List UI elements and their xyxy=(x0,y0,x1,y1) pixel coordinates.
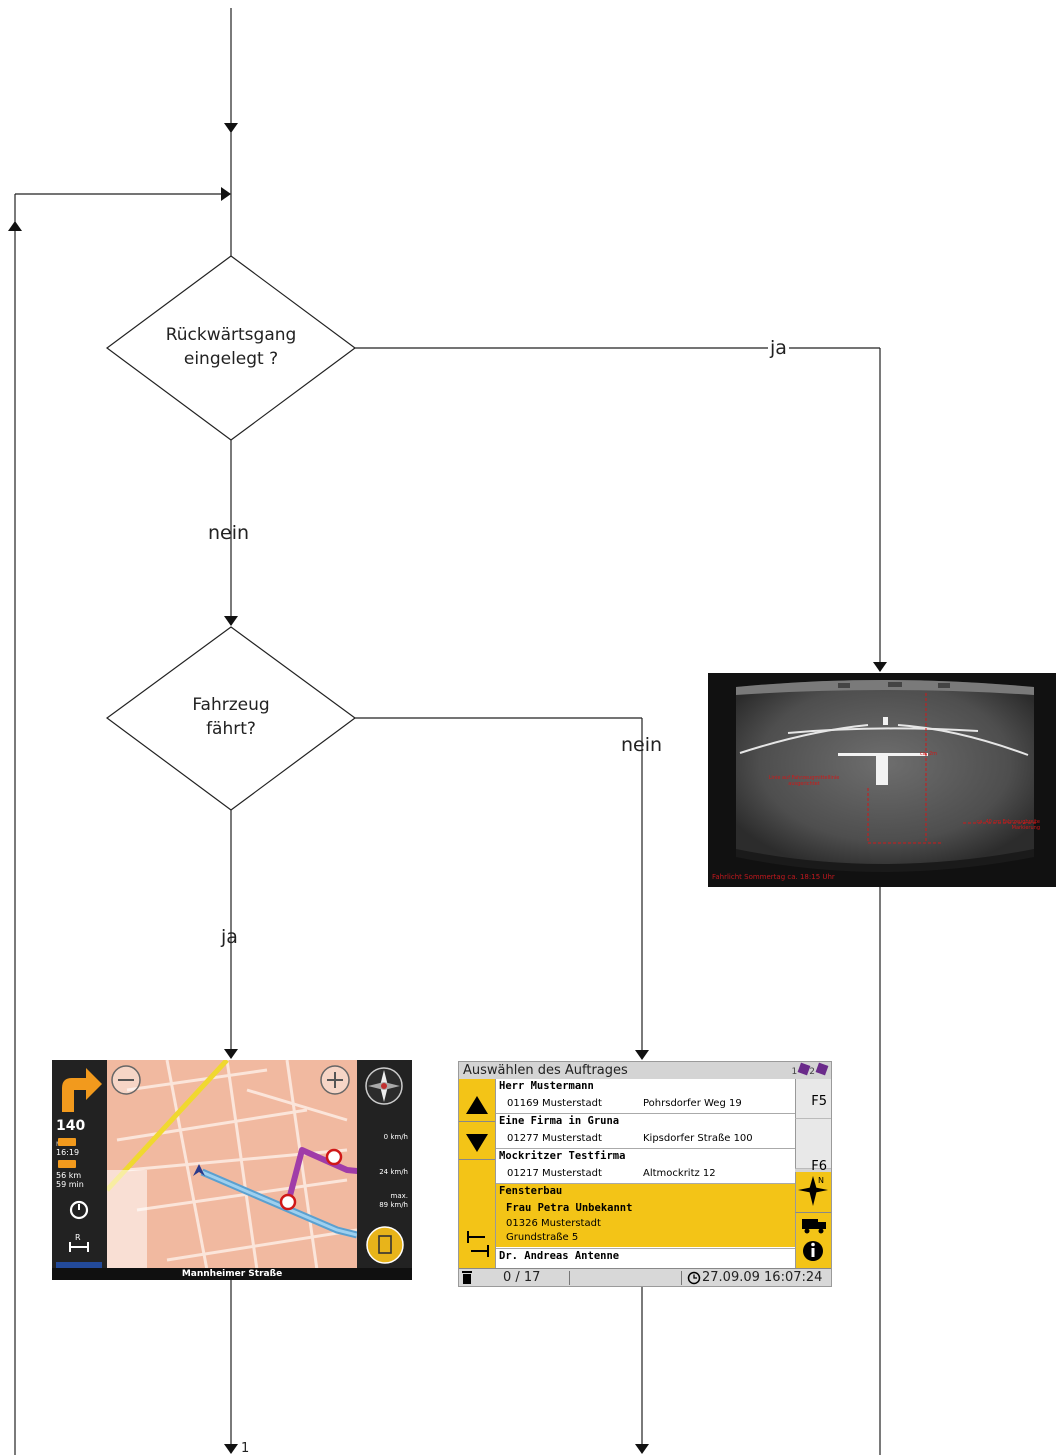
svg-text:N: N xyxy=(818,1176,824,1185)
order-row-3-address[interactable]: 01217 Musterstadt Altmockritz 12 xyxy=(507,1168,716,1179)
nav-left-panel: 140 Meter 16:19 56 km 59 min R xyxy=(52,1060,107,1270)
nav-map-canvas xyxy=(107,1060,357,1270)
trash-bin-button-icon[interactable] xyxy=(365,1225,405,1265)
nav-map[interactable] xyxy=(107,1060,357,1270)
order-counter: 0 / 17 xyxy=(503,1270,541,1285)
order-datetime: 27.09.09 16:07:24 xyxy=(702,1270,823,1285)
status-divider xyxy=(569,1271,570,1285)
camera-annotation-width: ca. 40 cm Fahrzeugbreite Markierung xyxy=(976,819,1040,831)
f6-key[interactable]: F6 xyxy=(795,1119,831,1174)
order-row-2-zip: 01277 Musterstadt xyxy=(507,1133,602,1144)
decision-reverse-line1: Rückwärtsgang xyxy=(165,325,297,345)
clock-icon xyxy=(687,1271,701,1285)
turn-right-arrow-icon xyxy=(62,1068,102,1112)
tab-switch-icon[interactable] xyxy=(465,1229,491,1259)
row-separator xyxy=(495,1183,795,1184)
truck-remaining-icon xyxy=(58,1160,76,1168)
label-moving-no: nein xyxy=(621,734,663,756)
order-row-1-zip: 01169 Musterstadt xyxy=(507,1098,602,1109)
decision-moving-line1: Fahrzeug xyxy=(192,695,270,715)
gauge-max-label: max. xyxy=(390,1192,408,1200)
info-button[interactable] xyxy=(795,1213,831,1269)
scroll-up-button[interactable] xyxy=(459,1089,495,1122)
decision-moving-line2: fährt? xyxy=(206,719,256,739)
gauge-current-speed: 0 km/h xyxy=(383,1133,408,1141)
rear-camera-view xyxy=(736,680,1038,872)
order-row-1-name[interactable]: Herr Mustermann xyxy=(499,1080,594,1092)
row-separator xyxy=(495,1113,795,1114)
order-screen-title: Auswählen des Auftrages xyxy=(463,1063,628,1078)
svg-text:R: R xyxy=(75,1233,81,1242)
decision-reverse-line2: eingelegt ? xyxy=(183,349,279,369)
nav-street-name: Mannheimer Straße xyxy=(52,1268,412,1280)
label-bottom-marker: 1 xyxy=(241,1441,250,1456)
selected-order[interactable] xyxy=(495,1184,795,1247)
order-row-3-name[interactable]: Mockritzer Testfirma xyxy=(499,1150,626,1162)
camera-caption: Fahrlicht Sommertag ca. 18:15 Uhr xyxy=(712,873,835,881)
row-separator xyxy=(495,1148,795,1149)
label-reverse-no: nein xyxy=(208,522,250,544)
label-moving-yes: ja xyxy=(221,926,238,948)
status-divider xyxy=(681,1271,682,1285)
order-row-2-address[interactable]: 01277 Musterstadt Kipsdorfer Straße 100 xyxy=(507,1133,753,1144)
gauge-speed-limit: 24 km/h xyxy=(379,1168,408,1176)
order-row-1-street: Pohrsdorfer Weg 19 xyxy=(643,1098,742,1109)
rear-camera-screen: ca. 2m Linie auf Fahrzeugmittellinie aus… xyxy=(708,673,1056,887)
order-row-2-name[interactable]: Eine Firma in Gruna xyxy=(499,1115,620,1127)
order-row-2-street: Kipsdorfer Straße 100 xyxy=(643,1133,753,1144)
order-row-next-name[interactable]: Dr. Andreas Antenne xyxy=(499,1250,620,1262)
f5-key[interactable]: F5 xyxy=(795,1079,831,1119)
navigate-button[interactable]: N xyxy=(795,1172,831,1213)
selected-zip-city: 01326 Musterstadt xyxy=(506,1218,601,1229)
speed-limit-settings-icon[interactable] xyxy=(68,1198,90,1220)
decision-vehicle-moving-text: Fahrzeug fährt? xyxy=(131,693,331,741)
truck-info-icon xyxy=(802,1219,826,1261)
trash-icon xyxy=(462,1271,472,1284)
flag-2-icon xyxy=(815,1062,829,1076)
nav-distance-value: 140 xyxy=(56,1118,86,1134)
triangle-down-icon xyxy=(466,1134,488,1152)
camera-annotation-distance: ca. 2m xyxy=(920,751,938,757)
flag-1-label: 1 xyxy=(791,1067,798,1077)
plus-circle-icon[interactable] xyxy=(319,1064,351,1096)
nav-right-panel: 0 km/h 24 km/h max. 89 km/h xyxy=(357,1060,412,1270)
order-status-bar: 0 / 17 27.09.09 16:07:24 xyxy=(459,1268,831,1286)
nav-remaining-time: 59 min xyxy=(56,1180,84,1189)
row-separator xyxy=(495,1248,795,1249)
selected-street: Grundstraße 5 xyxy=(506,1232,579,1243)
camera-annotation-centerline: Linie auf Fahrzeugmittellinie ausgericht… xyxy=(768,775,840,787)
order-row-3-street: Altmockritz 12 xyxy=(643,1168,716,1179)
selected-contact: Frau Petra Unbekannt xyxy=(506,1202,633,1214)
scroll-down-button[interactable] xyxy=(459,1127,495,1160)
minus-circle-icon[interactable] xyxy=(110,1064,142,1096)
selected-company: Fensterbau xyxy=(499,1185,563,1197)
lane-width-icon[interactable]: R xyxy=(67,1232,91,1254)
triangle-up-icon xyxy=(466,1096,488,1114)
no-truck-sign-icons xyxy=(279,1148,343,1211)
signal-strength-indicator xyxy=(56,1262,102,1268)
order-row-3-zip: 01217 Musterstadt xyxy=(507,1168,602,1179)
navigation-screen: 140 Meter 16:19 56 km 59 min R xyxy=(52,1060,412,1280)
decision-reverse-gear-text: Rückwärtsgang eingelegt ? xyxy=(131,323,331,371)
label-reverse-yes: ja xyxy=(768,337,789,359)
compass-icon[interactable] xyxy=(362,1064,406,1108)
flag-2-label: 2 xyxy=(809,1067,815,1077)
compass-route-icon: N xyxy=(798,1176,828,1206)
order-row-1-address[interactable]: 01169 Musterstadt Pohrsdorfer Weg 19 xyxy=(507,1098,742,1109)
truck-icon xyxy=(58,1138,76,1146)
nav-remaining-distance: 56 km xyxy=(56,1171,82,1180)
nav-arrival-time: 16:19 xyxy=(56,1148,80,1157)
gauge-max-speed: 89 km/h xyxy=(379,1201,408,1209)
